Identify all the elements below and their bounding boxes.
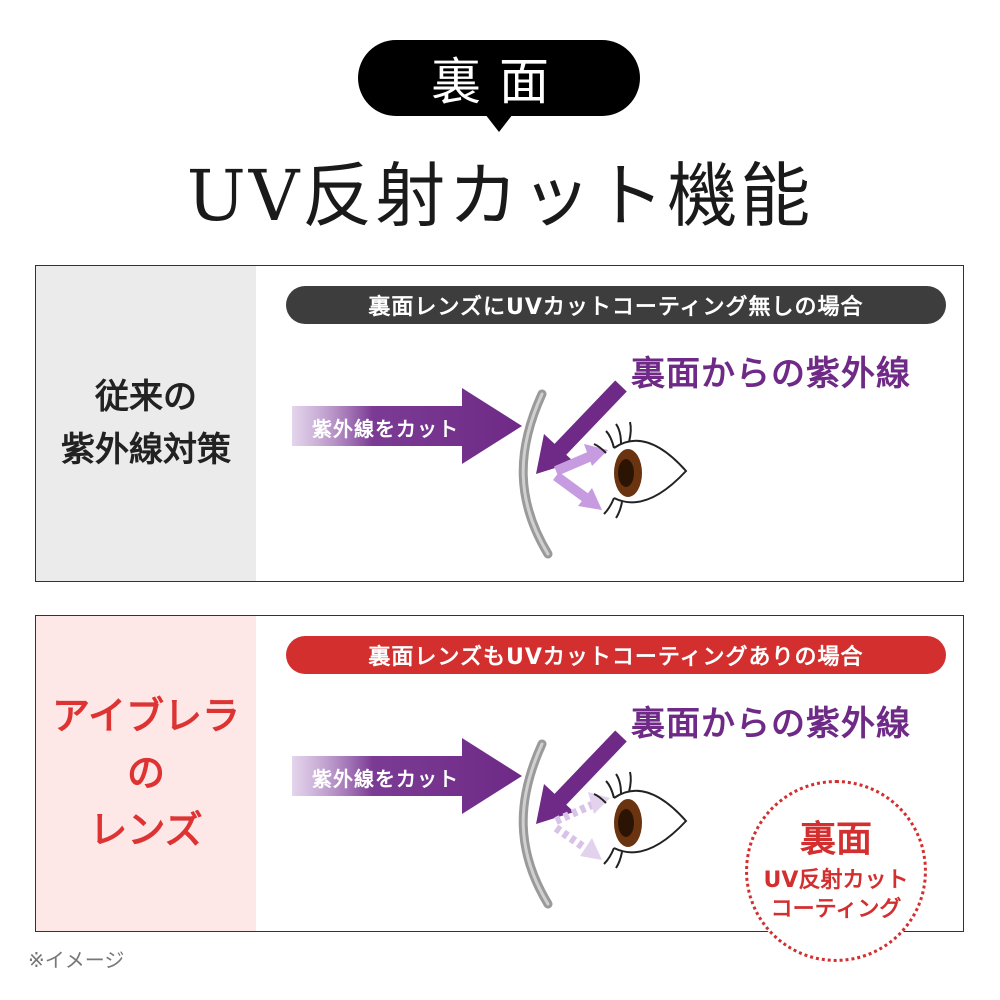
- eye-icon: [593, 421, 688, 519]
- coating-badge: 裏面 UV反射カット コーティング: [745, 780, 927, 962]
- side-label-line: 従来の: [95, 376, 197, 417]
- side-label-line: の: [126, 751, 165, 795]
- badge-line: 裏面: [799, 818, 872, 860]
- badge-line: コーティング: [770, 896, 902, 922]
- side-label: アイブレラ の レンズ: [36, 616, 256, 931]
- uv-cut-label: 紫外線をカット: [312, 417, 459, 441]
- incoming-uv-arrow: [548, 380, 627, 462]
- header-tag: 裏面: [358, 40, 640, 116]
- reflected-uv-arrow: [553, 471, 589, 503]
- uv-cut-arrow: [292, 388, 522, 464]
- uv-cut-label: 紫外線をカット: [312, 767, 459, 791]
- condition-pill: 裏面レンズもUVカットコーティングありの場合: [286, 636, 946, 674]
- badge-line: UV反射カット: [763, 868, 909, 893]
- condition-pill: 裏面レンズにUVカットコーティング無しの場合: [286, 286, 946, 324]
- backside-uv-label: 裏面からの紫外線: [631, 354, 911, 394]
- blocked-uv-arrow: [553, 824, 591, 854]
- lens-icon: [518, 739, 553, 909]
- lens-icon: [518, 389, 553, 559]
- header-tag-pointer: [485, 114, 513, 132]
- panel-eyebrella: アイブレラ の レンズ 裏面レンズもUVカットコーティングありの場合 裏面からの…: [35, 615, 964, 932]
- eye-icon: [593, 771, 688, 869]
- panel-conventional: 従来の 紫外線対策 裏面レンズにUVカットコーティング無しの場合 裏面からの紫外…: [35, 265, 964, 582]
- side-label-line: 紫外線対策: [61, 429, 231, 470]
- reflected-uv-arrow: [554, 451, 593, 476]
- incoming-uv-arrow: [548, 730, 627, 812]
- side-label-line: レンズ: [89, 808, 203, 852]
- backside-uv-label: 裏面からの紫外線: [631, 704, 911, 744]
- page-title: UV反射カット機能: [186, 155, 814, 237]
- uv-cut-arrow: [292, 738, 522, 814]
- blocked-uv-arrow: [554, 800, 596, 825]
- footnote: ※イメージ: [28, 948, 125, 972]
- side-label-line: アイブレラ: [51, 694, 241, 738]
- side-label: 従来の 紫外線対策: [36, 266, 256, 581]
